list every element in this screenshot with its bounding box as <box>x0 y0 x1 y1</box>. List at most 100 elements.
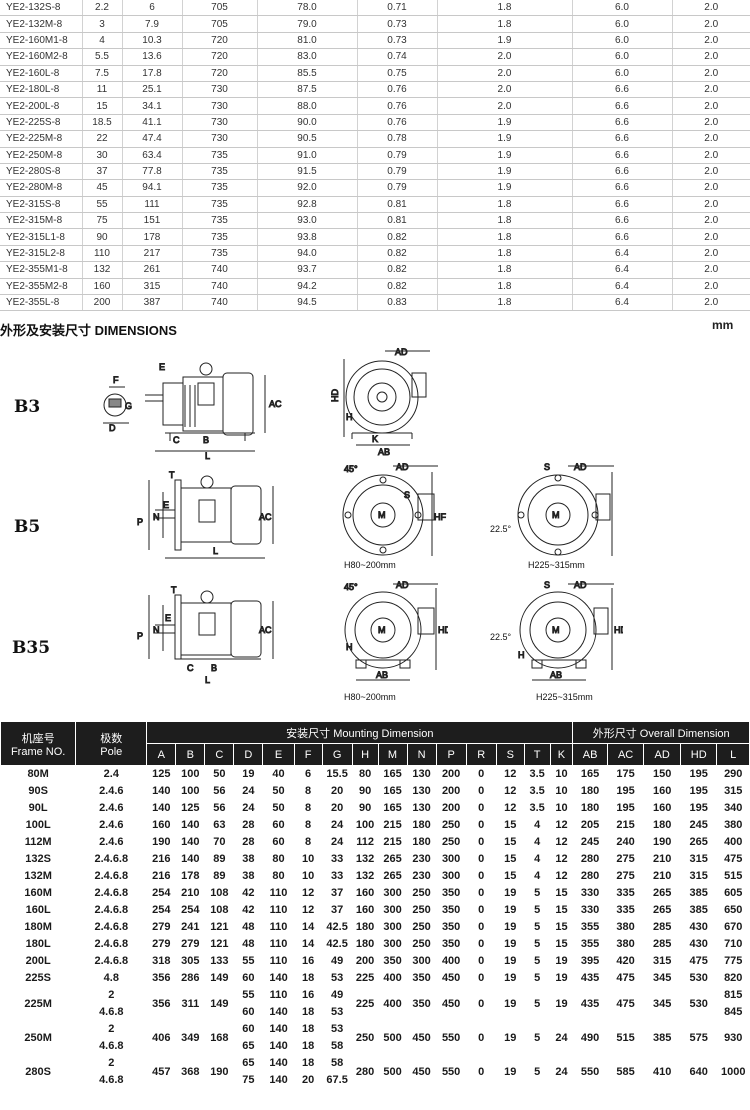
perf-cell: YE2-355L-8 <box>0 294 82 312</box>
perf-cell: 2.0 <box>436 81 572 99</box>
perf-cell: 1.8 <box>436 15 572 33</box>
dim-cell: 4 <box>534 819 541 831</box>
dim-cell: 450 <box>412 1031 431 1044</box>
dim-cell: 350 <box>441 904 461 916</box>
dim-cell: 56 <box>213 785 226 797</box>
dim-cell: 195 <box>616 785 635 797</box>
perf-cell: 0.74 <box>356 48 437 66</box>
perf-cell: YE2-180L-8 <box>0 81 82 99</box>
dim-cell: 195 <box>689 768 708 780</box>
dim-cell: 215 <box>383 819 402 831</box>
dim-cell: 286 <box>181 972 200 984</box>
dim-cell: 355 <box>580 921 600 933</box>
dim-cell: 315 <box>724 785 743 797</box>
perf-cell: 0.79 <box>356 179 437 197</box>
dim-cell: 380 <box>616 921 635 933</box>
dim-cell: 5 <box>534 887 541 899</box>
dim-cell: 12 <box>555 836 568 848</box>
dim-cell: 650 <box>724 904 743 916</box>
perf-cell: 0.83 <box>356 294 437 312</box>
dim-cell: 265 <box>652 887 672 899</box>
dim-cell: 15 <box>555 904 568 916</box>
dim-cell: 215 <box>616 819 635 831</box>
perf-cell: 81.0 <box>256 32 357 50</box>
dim-cell: 160L <box>25 904 51 916</box>
perf-cell: 730 <box>181 130 257 148</box>
dim-cell: 475 <box>724 853 743 865</box>
dim-cell: 4.8 <box>103 972 119 984</box>
dim-cell: 12 <box>504 768 517 780</box>
dim-cell: 16 <box>301 955 315 967</box>
perf-cell: 1.8 <box>436 278 572 296</box>
dim-cell: 2.4.6.8 <box>94 904 129 916</box>
dim-cell: 2.4.6.8 <box>94 887 129 899</box>
dim-cell: 121 <box>210 938 229 950</box>
dim-cell: 350 <box>441 938 461 950</box>
perf-cell: YE2-160M1-8 <box>0 32 82 50</box>
dim-cell: 385 <box>689 887 708 899</box>
dim-cell: 350 <box>441 921 461 933</box>
dim-cell: 165 <box>383 785 402 797</box>
dim-col-header: HD <box>679 743 718 766</box>
dim-col-header: C <box>204 743 235 766</box>
dim-cell: 330 <box>580 904 600 916</box>
dim-cell: 24 <box>331 819 344 831</box>
perf-cell: 2.0 <box>671 15 750 33</box>
perf-cell: 6.4 <box>571 245 672 263</box>
perf-cell: 2.0 <box>671 81 750 99</box>
dim-cell: 475 <box>689 955 708 967</box>
dim-cell: 450 <box>441 997 461 1010</box>
dim-cell: 245 <box>689 819 708 831</box>
dim-cell: 180 <box>412 819 431 831</box>
dim-cell: 345 <box>652 972 672 984</box>
dim-cell: 5 <box>534 972 541 984</box>
perf-cell: YE2-315L2-8 <box>0 245 82 263</box>
dim-cell: 15 <box>504 819 517 831</box>
dim-cell: 90L <box>28 802 48 814</box>
perf-cell: 5.5 <box>81 48 122 66</box>
dim-cell: 89 <box>213 870 226 882</box>
dim-cell: 820 <box>724 972 743 984</box>
dim-col-header: T <box>523 743 551 766</box>
perf-cell: 13.6 <box>121 48 182 66</box>
overall-header: 外形尺寸 Overall Dimension <box>572 721 750 744</box>
dim-cell: 435 <box>580 972 600 984</box>
perf-cell: 2.0 <box>671 294 750 312</box>
dim-cell: 132S <box>25 853 51 865</box>
dim-cell: 2.4.6.8 <box>94 853 129 865</box>
dim-cell: 300 <box>383 921 402 933</box>
perf-cell: 2.0 <box>671 114 750 132</box>
dim-col-header: E <box>262 743 295 766</box>
dim-cell: 550 <box>441 1031 461 1044</box>
svg-text:HD: HD <box>330 389 340 402</box>
svg-text:M: M <box>378 510 386 520</box>
dim-cell: 50 <box>213 768 226 780</box>
svg-text:S: S <box>544 580 550 590</box>
dim-cell: 110 <box>269 955 288 967</box>
b35-22deg-label: 22.5° <box>490 632 512 642</box>
dim-cell: 0 <box>478 870 485 882</box>
svg-text:B: B <box>203 435 209 445</box>
dim-cell: 300 <box>383 938 402 950</box>
dim-cell: 160 <box>152 819 171 831</box>
perf-cell: 2.0 <box>671 163 750 181</box>
dim-cell: 335 <box>616 887 635 899</box>
perf-cell: 6.6 <box>571 130 672 148</box>
dim-cell: 0 <box>478 1065 485 1078</box>
perf-cell: 111 <box>121 196 182 214</box>
dim-cell: 12 <box>504 802 517 814</box>
perf-cell: 720 <box>181 65 257 82</box>
perf-cell: 110 <box>81 245 122 263</box>
svg-text:HD: HD <box>438 625 448 635</box>
dim-cell: 178 <box>181 870 200 882</box>
dim-cell: 450 <box>441 972 461 984</box>
dim-cell: 42.5 <box>326 938 348 950</box>
perf-cell: 6.0 <box>571 65 672 82</box>
dim-cell: 140 <box>181 853 200 865</box>
dim-cell: 200 <box>441 785 461 797</box>
